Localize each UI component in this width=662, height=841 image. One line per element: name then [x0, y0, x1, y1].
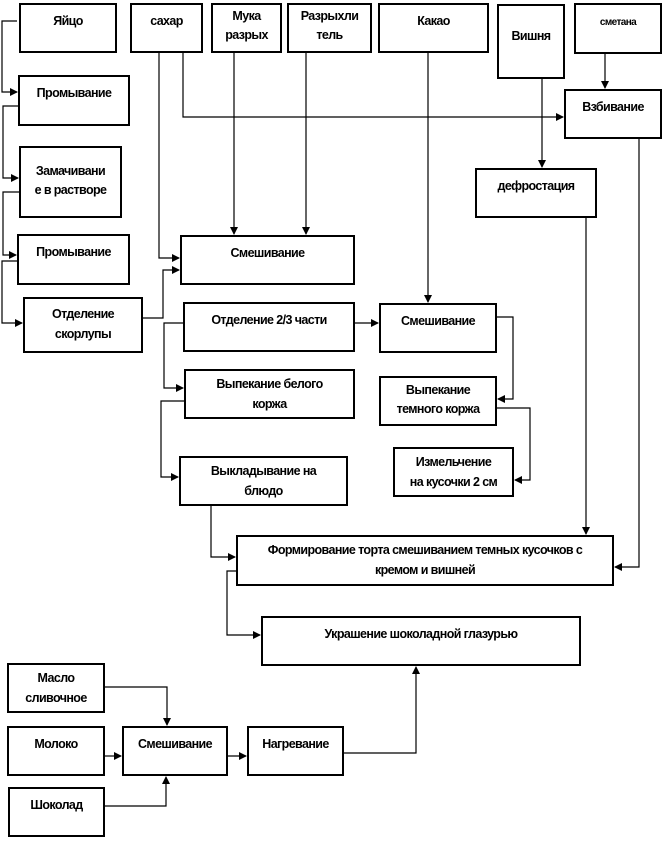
arrow-whip-form — [614, 139, 640, 571]
node-milk: Молоко — [7, 726, 105, 776]
node-heat: Нагревание — [247, 726, 344, 776]
arrow-heat-decorate — [344, 666, 420, 754]
node-mix3: Смешивание — [122, 726, 228, 776]
node-sugar: сахар — [130, 3, 203, 53]
arrow-butter-mix3 — [105, 686, 171, 726]
arrow-chocolate-mix3 — [105, 776, 170, 807]
arrow-bakewhite-plate — [160, 400, 184, 481]
node-egg: Яйцо — [19, 3, 117, 53]
node-flour: Мука разрых — [211, 3, 282, 53]
node-chop: Измельчение на кусочки 2 см — [393, 447, 514, 497]
arrow-sugar-whip — [182, 50, 564, 121]
node-soak: Замачивани е в растворе — [19, 146, 122, 218]
arrow-form-decorate — [226, 570, 261, 639]
node-chocolate: Шоколад — [8, 787, 105, 837]
arrow-sugar-mix1 — [158, 50, 180, 262]
arrow-egg-wash1 — [1, 20, 18, 96]
arrow-split-bakewhite — [163, 322, 184, 392]
arrow-wash2-shell — [1, 260, 23, 327]
node-mix2: Смешивание — [379, 303, 497, 353]
node-cocoa: Какао — [378, 3, 489, 53]
node-wash2: Промывание — [17, 234, 130, 285]
node-plate: Выкладывание на блюдо — [179, 456, 348, 506]
arrow-plate-form — [210, 506, 236, 561]
arrow-shell-mix1 — [143, 266, 180, 319]
node-bake-white: Выпекание белого коржа — [184, 369, 355, 419]
node-defrost: дефростация — [475, 168, 597, 218]
arrow-wash1-soak — [2, 105, 21, 182]
node-shell: Отделение скорлупы — [23, 297, 143, 353]
node-butter: Масло сливочное — [7, 663, 105, 713]
arrow-bakedark-chop — [497, 407, 531, 484]
node-bake-dark: Выпекание темного коржа — [379, 376, 497, 426]
node-cherry: Вишня — [497, 4, 565, 79]
node-baking-powder: Разрыхли тель — [287, 3, 372, 53]
node-wash1: Промывание — [18, 75, 130, 126]
node-whip: Взбивание — [564, 89, 662, 139]
node-sour-cream: сметана — [574, 3, 662, 54]
node-mix1: Смешивание — [180, 235, 355, 285]
node-split: Отделение 2/3 части — [183, 302, 355, 352]
arrow-mix2-bakedark — [497, 316, 514, 403]
node-form: Формирование торта смешиванием темных ку… — [236, 535, 614, 586]
arrow-soak-wash2 — [2, 191, 19, 259]
node-decorate: Украшение шоколадной глазурью — [261, 616, 581, 666]
